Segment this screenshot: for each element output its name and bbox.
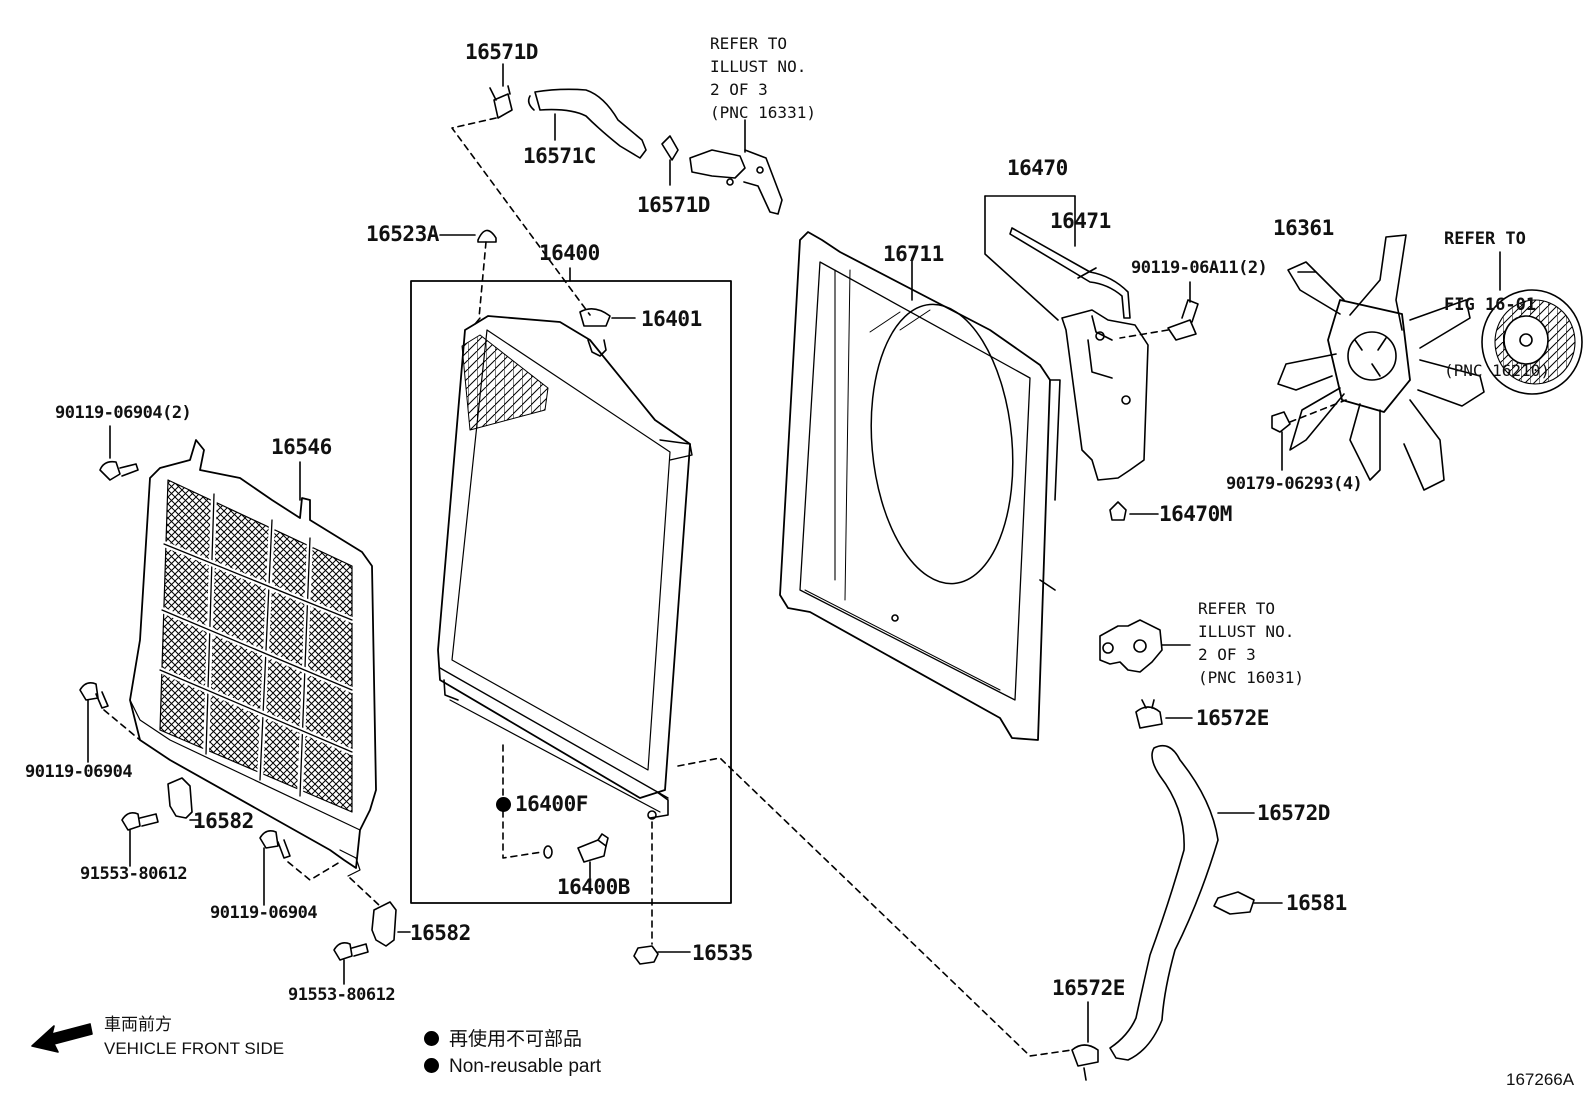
cooling-fan-16361 [1277,234,1485,491]
label-91553-80612-a: 91553-80612 [80,864,188,884]
cushion-16523A [439,229,497,243]
vehicle-front-jp: 車両前方 [104,1015,172,1034]
water-outlet-pipe [689,119,783,215]
label-16572E-b: 16572E [1052,976,1125,1000]
clamp-16571D-mid [661,135,679,186]
refer-note-fig-16-01: REFER TO FIG 16-01 (PNC 16210) [1444,229,1550,380]
refer-note-16031: REFER TO ILLUST NO. 2 OF 3 (PNC 16031) [1198,599,1304,687]
hose-16572D [1109,744,1255,1061]
bolt-91553-80612-b [333,942,369,985]
label-16400F: 16400F [496,794,588,815]
bolt-91553-80612-a [121,812,159,867]
clamp-16572E-b [1071,1001,1099,1081]
label-16523A: 16523A [366,222,439,246]
vehicle-front-en: VEHICLE FRONT SIDE [104,1039,285,1058]
bracket-16582-b [349,877,411,947]
label-16400B: 16400B [557,875,630,899]
legend-non-reusable-en: Non-reusable part [424,1057,601,1076]
label-16470: 16470 [1007,156,1068,180]
bolt-90119-06904-a [79,682,141,763]
radiator-assembly-box [410,280,732,904]
legend-non-reusable-jp: 再使用不可部品 [424,1030,582,1049]
label-90119-06904-b: 90119-06904 [210,903,318,923]
label-90119-06A11: 90119-06A11(2) [1131,258,1268,278]
label-90119-06904-a: 90119-06904 [25,762,133,782]
label-16401: 16401 [641,307,702,331]
legend-dot-icon [424,1058,439,1073]
label-90119-06904-2: 90119-06904(2) [55,403,192,423]
reservoir-bracket-16470 [984,195,1076,321]
label-16582-a: 16582 [193,809,254,833]
fan-clutch [1481,251,1583,395]
refer-note-16331: REFER TO ILLUST NO. 2 OF 3 (PNC 16331) [710,34,816,122]
label-16400: 16400 [539,241,600,265]
hose-16571C [527,88,647,159]
reservoir-hose-16471 [1009,227,1131,319]
label-16470M: 16470M [1159,502,1232,526]
non-reusable-dot-icon [496,797,511,812]
nut-90179-06293 [1271,399,1347,471]
vehicle-front-arrow-icon [31,1023,93,1053]
bolt-90119-06A11 [1119,281,1199,341]
o-ring-16400F [543,845,553,859]
label-16361: 16361 [1273,216,1334,240]
grommet-16470M [1109,501,1159,521]
label-16571D-mid: 16571D [637,193,710,217]
radiator-cap [579,308,636,357]
label-16711: 16711 [883,242,944,266]
water-inlet [1099,619,1191,673]
label-91553-80612-b: 91553-80612 [288,985,396,1005]
drain-cock-16400B [577,833,609,881]
label-90179-06293: 90179-06293(4) [1226,474,1363,494]
legend-dot-icon [424,1031,439,1046]
label-16581: 16581 [1286,891,1347,915]
bolt-90119-06904-b [259,830,341,906]
reservoir-tank-16470 [1061,309,1149,481]
clamp-16571D-top [489,63,513,119]
label-16571D-top: 16571D [465,40,538,64]
label-16571C: 16571C [523,144,596,168]
fan-shroud [779,231,1061,741]
label-16535: 16535 [692,941,753,965]
label-16572E-a: 16572E [1196,706,1269,730]
label-16572D: 16572D [1257,801,1330,825]
label-16582-b: 16582 [410,921,471,945]
bolt-90119-06904-pair [99,425,139,481]
label-16546: 16546 [271,435,332,459]
bracket-16582-a [167,777,201,821]
radiator-core [437,315,693,820]
clip-16581 [1213,891,1283,915]
label-16471: 16471 [1050,209,1111,233]
figure-id: 167266A [1506,1070,1575,1089]
clamp-16572E-a [1135,699,1193,729]
cushion-16535 [633,821,691,965]
